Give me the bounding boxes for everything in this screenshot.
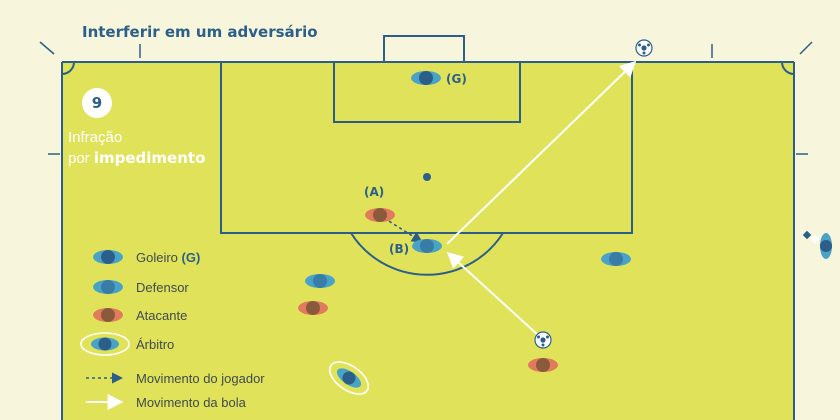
referee-icon bbox=[328, 361, 370, 395]
caption-prefix: por bbox=[68, 150, 90, 167]
guide-mark bbox=[39, 41, 55, 55]
legend-defender-icon bbox=[93, 280, 123, 294]
attacker-icon bbox=[298, 301, 328, 315]
attacker-icon bbox=[528, 358, 558, 372]
defender-icon bbox=[305, 274, 335, 288]
corner-arc-right bbox=[781, 61, 795, 75]
defender-b-label: (B) bbox=[389, 242, 410, 256]
legend-referee: Árbitro bbox=[136, 337, 175, 352]
legend-attacker: Atacante bbox=[136, 308, 188, 323]
ball-icon bbox=[635, 39, 653, 57]
goalkeeper-icon bbox=[411, 71, 441, 85]
attacker-a-label: (A) bbox=[364, 185, 385, 199]
scenario-caption: Infração por impedimento bbox=[68, 128, 205, 169]
goal bbox=[383, 35, 465, 63]
legend-ball-move: Movimento da bola bbox=[136, 395, 246, 410]
caption-line-1: Infração bbox=[68, 129, 123, 146]
ball-move-arrow bbox=[446, 60, 637, 245]
penalty-spot bbox=[423, 173, 431, 181]
penalty-arc bbox=[350, 232, 504, 276]
legend-attacker-icon bbox=[93, 308, 123, 322]
legend-referee-icon bbox=[80, 332, 130, 356]
legend-goalkeeper: Goleiro (G) bbox=[136, 250, 200, 265]
goalkeeper-label: (G) bbox=[446, 72, 467, 86]
legend-goalkeeper-tag: (G) bbox=[181, 250, 201, 265]
defender-icon bbox=[412, 239, 442, 253]
diagram-title: Interferir em um adversário bbox=[82, 23, 318, 41]
attacker-icon bbox=[365, 208, 395, 222]
legend-defender: Defensor bbox=[136, 280, 189, 295]
ball-icon bbox=[534, 331, 552, 349]
player-move-arrow bbox=[383, 217, 423, 243]
caption-line-2: por impedimento bbox=[68, 148, 205, 169]
legend-goalkeeper-text: Goleiro bbox=[136, 250, 178, 265]
guide-mark bbox=[799, 41, 813, 55]
scenario-number-badge: 9 bbox=[82, 88, 112, 118]
ball-move-arrow bbox=[446, 251, 539, 336]
corner-arc-left bbox=[61, 61, 75, 75]
caption-bold: impedimento bbox=[93, 149, 206, 167]
legend-goalkeeper-icon bbox=[93, 250, 123, 264]
legend-player-move: Movimento do jogador bbox=[136, 371, 265, 386]
defender-icon bbox=[601, 252, 631, 266]
